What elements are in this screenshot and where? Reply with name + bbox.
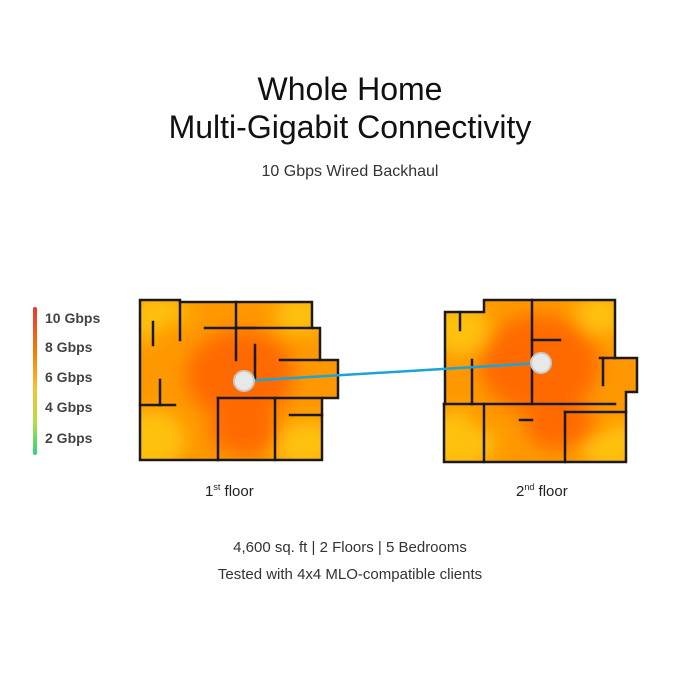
router-node-floor-2: [530, 352, 552, 374]
scale-label-4: 4 Gbps: [45, 399, 93, 415]
title-line-2: Multi-Gigabit Connectivity: [168, 109, 532, 145]
heatmap-floor-1: [140, 300, 338, 460]
router-node-floor-1: [233, 370, 255, 392]
title-line-1: Whole Home: [257, 71, 443, 107]
floor-label-2: 2nd floor: [516, 482, 568, 500]
walls-floor-2: [442, 298, 639, 464]
page-title: Whole Home Multi-Gigabit Connectivity: [0, 70, 700, 146]
test-conditions-text: Tested with 4x4 MLO-compatible clients: [217, 566, 483, 583]
scale-label-2: 2 Gbps: [45, 430, 93, 446]
scale-label-10: 10 Gbps: [45, 310, 101, 326]
subtitle: 10 Gbps Wired Backhaul: [261, 163, 439, 180]
home-specs-text: 4,600 sq. ft | 2 Floors | 5 Bedrooms: [233, 539, 467, 556]
scale-label-8: 8 Gbps: [45, 339, 93, 355]
walls-floor-1: [138, 298, 340, 462]
wired-backhaul-line: [243, 361, 542, 383]
speed-scale-bar: [33, 307, 37, 455]
floor-label-1: 1st floor: [205, 482, 254, 500]
scale-label-6: 6 Gbps: [45, 369, 93, 385]
